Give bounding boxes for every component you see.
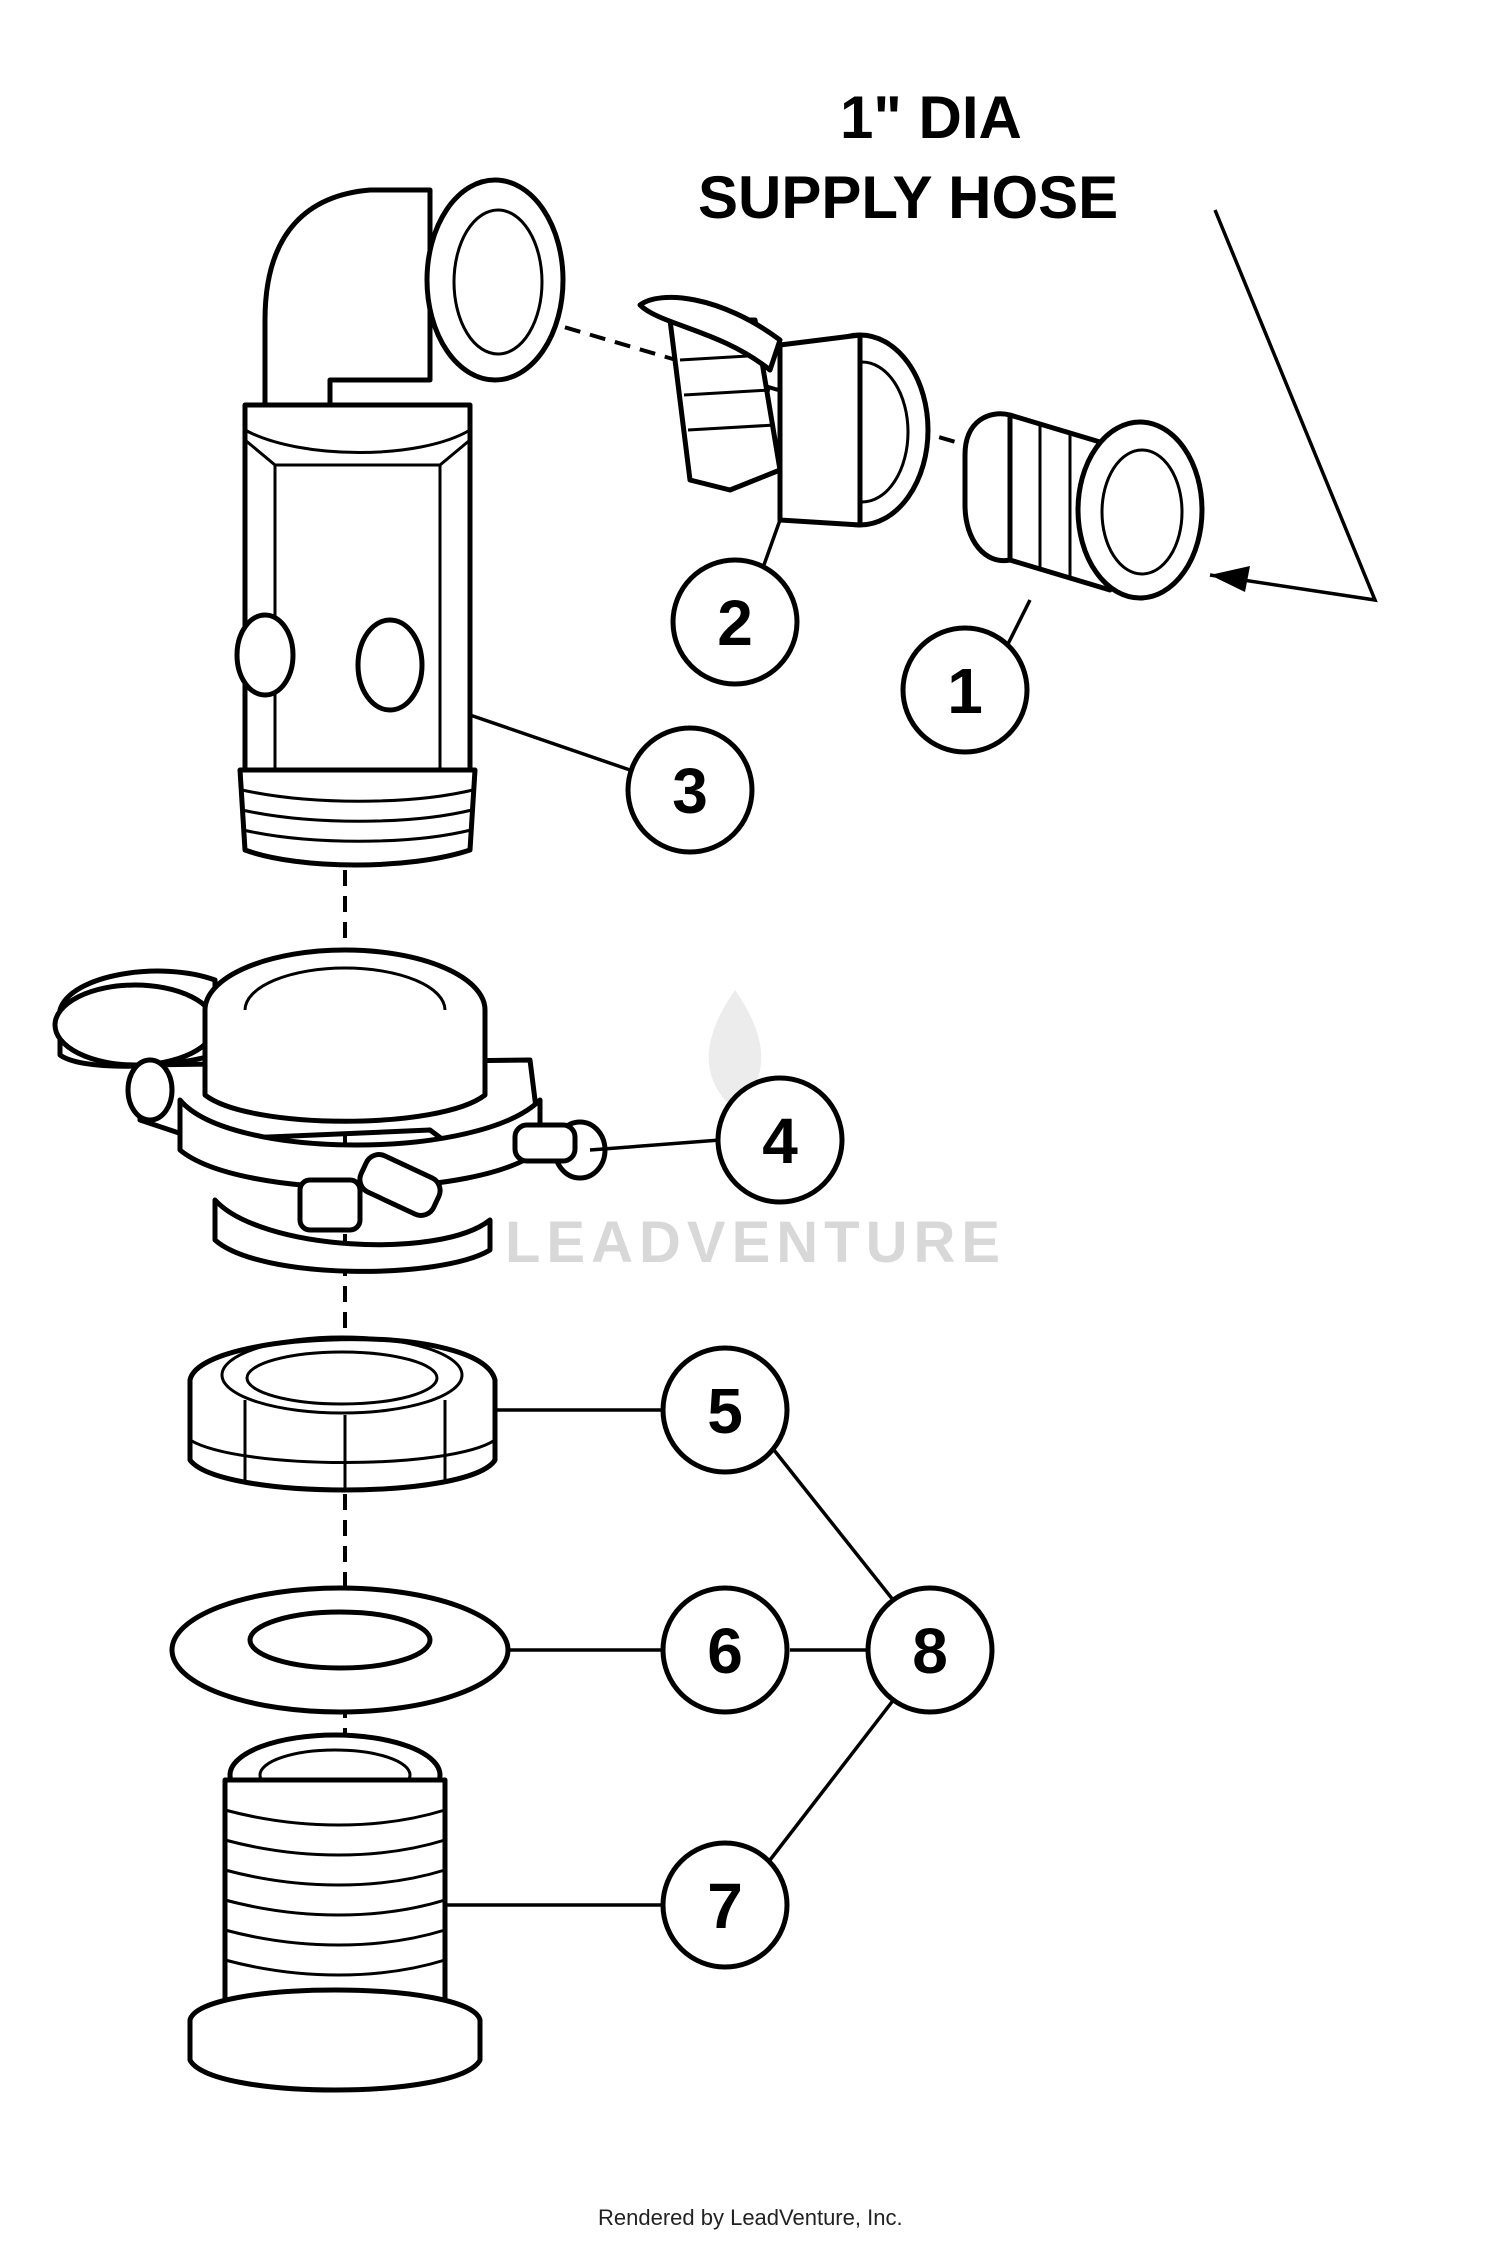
arrowhead-icon bbox=[1210, 566, 1250, 592]
part-3-elbow-pipe bbox=[234, 177, 566, 868]
part-5-nut bbox=[187, 1335, 498, 1493]
callout-4-label: 4 bbox=[762, 1105, 798, 1177]
callout-1-label: 1 bbox=[947, 655, 983, 727]
callout-6-label: 6 bbox=[707, 1615, 743, 1687]
callout-3: 3 bbox=[625, 725, 755, 855]
hose-label-line1: 1" DIA bbox=[840, 84, 1022, 151]
hose-label-line2: SUPPLY HOSE bbox=[698, 164, 1118, 231]
callout-6: 6 bbox=[660, 1585, 790, 1715]
callout-7: 7 bbox=[660, 1840, 790, 1970]
part-6-washer bbox=[169, 1585, 511, 1715]
part-7-threaded-adapter bbox=[187, 1732, 483, 2093]
callout-5-label: 5 bbox=[707, 1375, 743, 1447]
callout-2: 2 bbox=[670, 557, 800, 687]
part-4-valve-body bbox=[52, 947, 608, 1274]
callout-1: 1 bbox=[900, 625, 1030, 755]
callout-5: 5 bbox=[660, 1345, 790, 1475]
footer-credit: Rendered by LeadVenture, Inc. bbox=[598, 2205, 903, 2230]
watermark: LEADVENTURE bbox=[505, 990, 1006, 1275]
callout-4: 4 bbox=[715, 1075, 845, 1205]
callout-2-label: 2 bbox=[717, 587, 753, 659]
leader-lines bbox=[445, 209, 1378, 1907]
callout-8-label: 8 bbox=[912, 1615, 948, 1687]
flame-icon bbox=[708, 990, 762, 1110]
callout-7-label: 7 bbox=[707, 1870, 743, 1942]
part-2-hose-fitting bbox=[637, 294, 931, 528]
watermark-text: LEADVENTURE bbox=[505, 1210, 1006, 1275]
part-1-hose-insert bbox=[962, 411, 1205, 601]
callout-3-label: 3 bbox=[672, 755, 708, 827]
callout-8: 8 bbox=[865, 1585, 995, 1715]
